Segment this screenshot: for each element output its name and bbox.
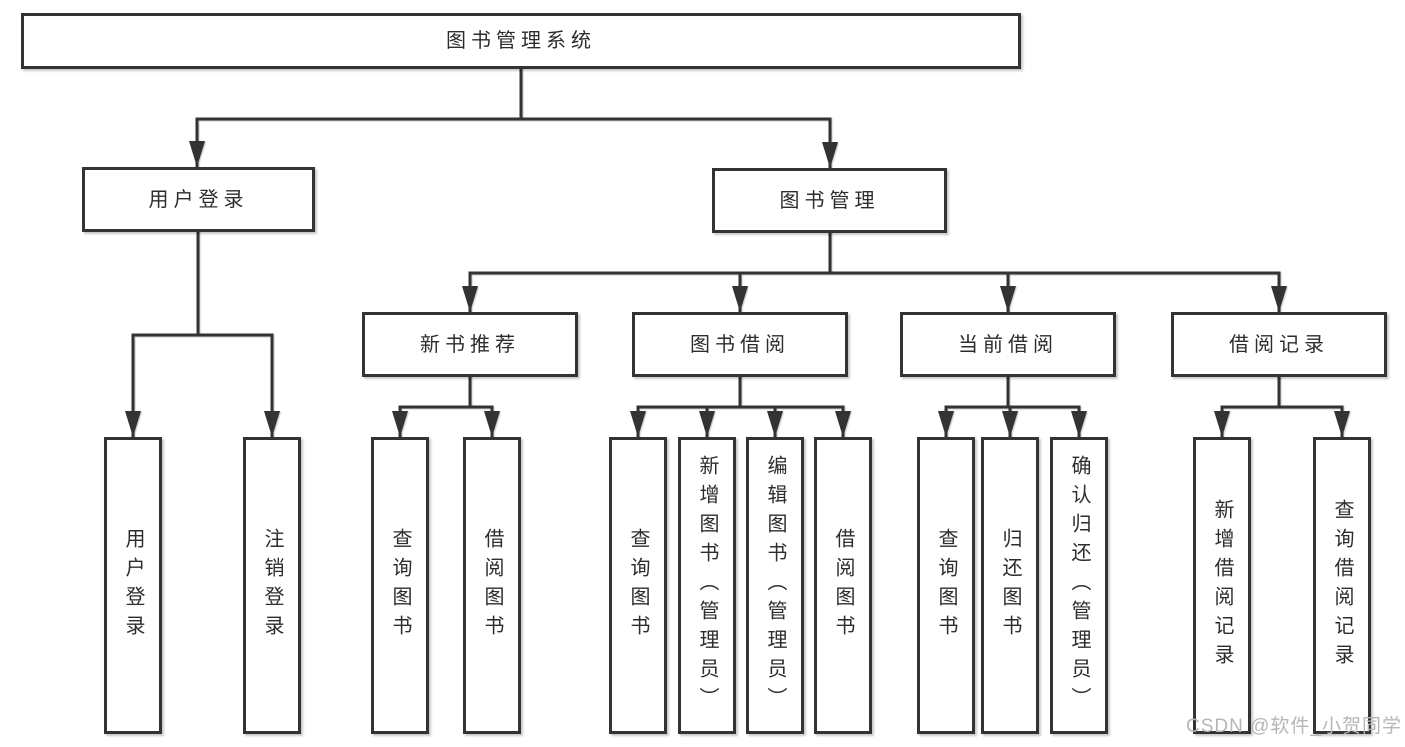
node-confirm-return-admin: 确认归还（管理员） bbox=[1050, 437, 1108, 734]
node-borrow-books: 借阅图书 bbox=[463, 437, 521, 734]
connector-current-borrowing-children bbox=[938, 373, 1087, 439]
node-query-books: 查询图书 bbox=[609, 437, 667, 734]
node-new-book-recommendation: 新书推荐 bbox=[362, 312, 578, 377]
node-add-borrow-record: 新增借阅记录 bbox=[1193, 437, 1251, 734]
node-logout: 注销登录 bbox=[243, 437, 301, 734]
node-library-management-system: 图书管理系统 bbox=[21, 13, 1021, 69]
connector-root-to-level2 bbox=[189, 65, 838, 170]
node-borrow-books: 借阅图书 bbox=[814, 437, 872, 734]
connector-book-management-children bbox=[462, 229, 1287, 314]
connector-user-login-children bbox=[125, 228, 280, 439]
node-borrowing-records: 借阅记录 bbox=[1171, 312, 1387, 377]
node-current-borrowing: 当前借阅 bbox=[900, 312, 1116, 377]
node-add-book-admin: 新增图书（管理员） bbox=[678, 437, 736, 734]
watermark: CSDN @软件_小贺同学 bbox=[1186, 716, 1402, 737]
connector-book-borrowing-children bbox=[630, 373, 851, 439]
node-book-management: 图书管理 bbox=[712, 168, 947, 233]
connector-borrowing-records-children bbox=[1214, 373, 1350, 439]
node-book-borrowing: 图书借阅 bbox=[632, 312, 848, 377]
node-query-books: 查询图书 bbox=[917, 437, 975, 734]
node-edit-book-admin: 编辑图书（管理员） bbox=[746, 437, 804, 734]
node-return-books: 归还图书 bbox=[981, 437, 1039, 734]
connector-new-book-recommendation-children bbox=[392, 373, 500, 439]
node-query-books: 查询图书 bbox=[371, 437, 429, 734]
node-user-login-action: 用户登录 bbox=[104, 437, 162, 734]
node-query-borrow-record: 查询借阅记录 bbox=[1313, 437, 1371, 734]
node-user-login: 用户登录 bbox=[82, 167, 315, 232]
